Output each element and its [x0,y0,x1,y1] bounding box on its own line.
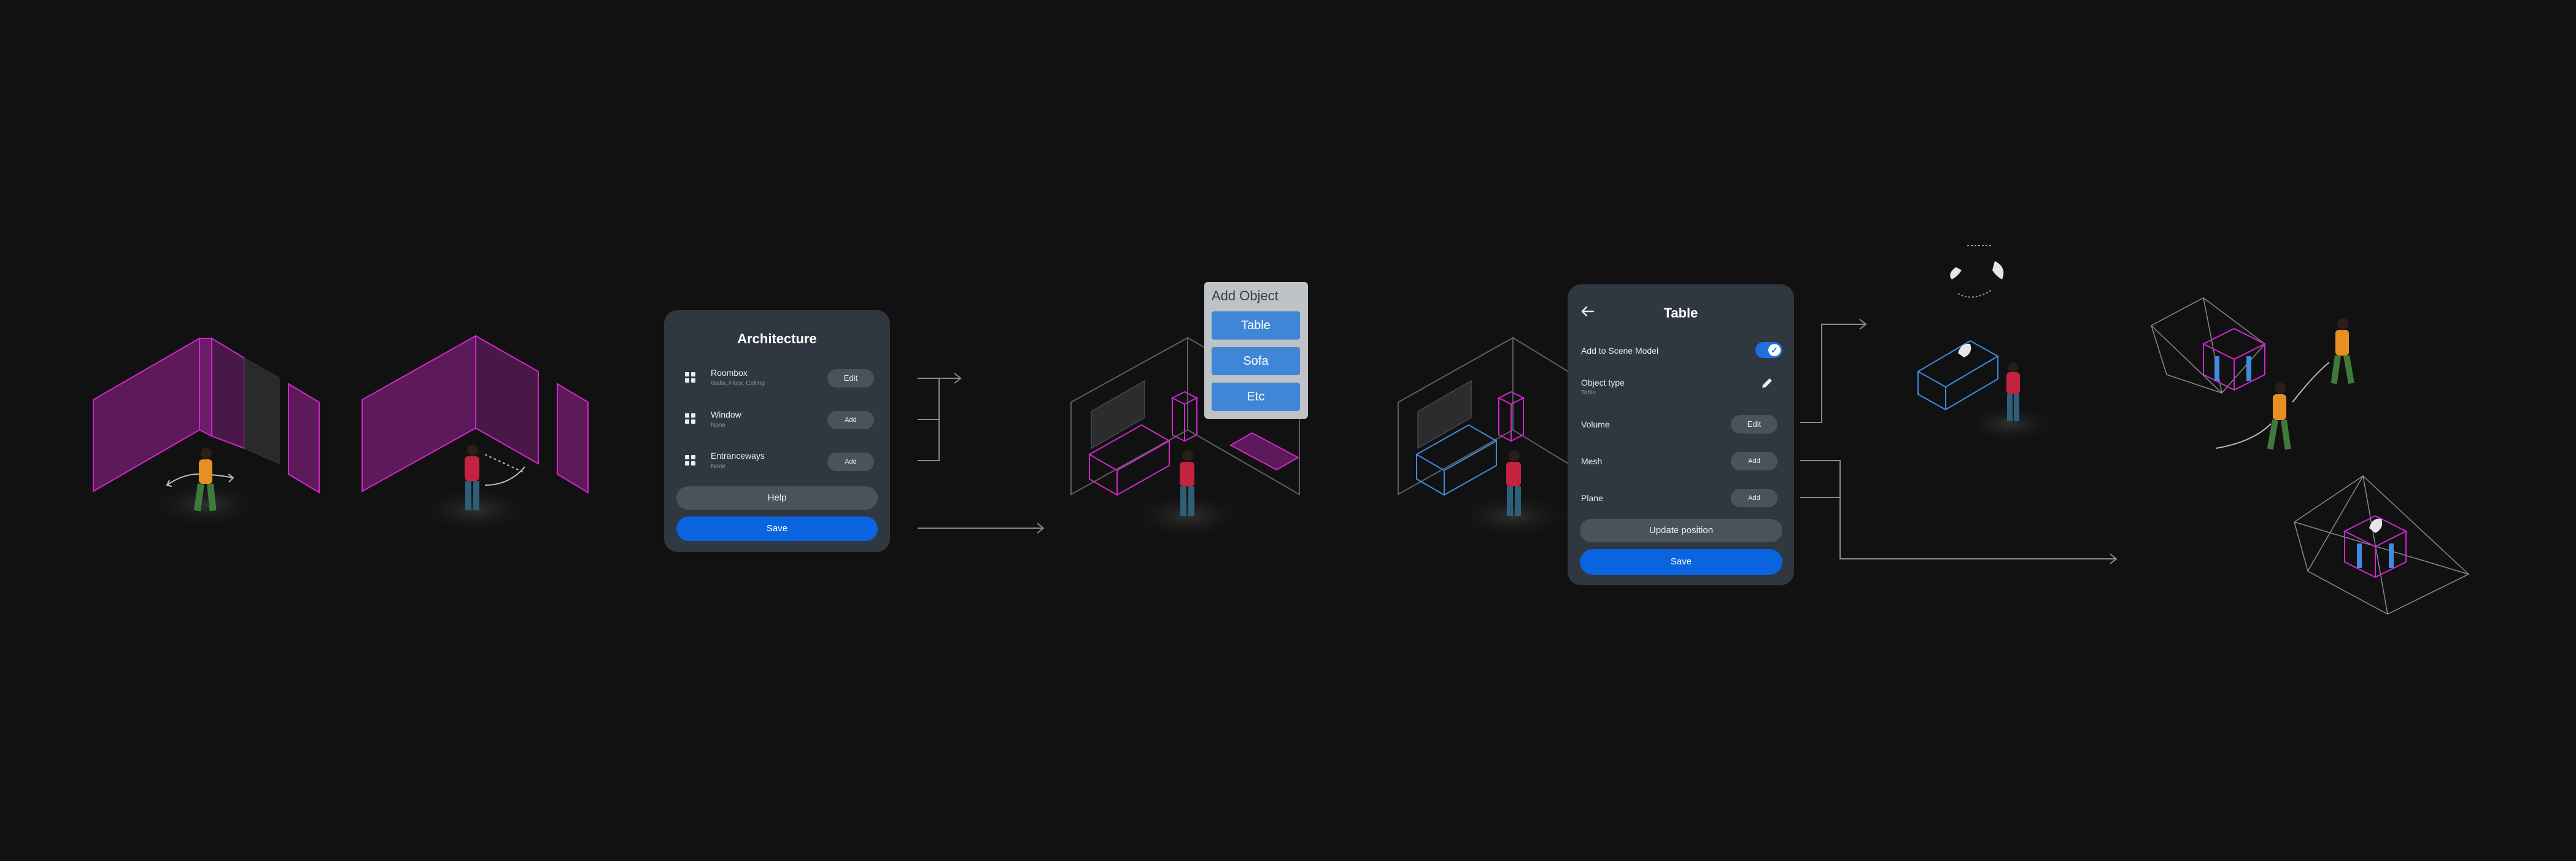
object-edit-scene [1398,337,1574,540]
entranceways-sublabel: None [711,463,725,470]
person-walking-orange [2215,318,2354,450]
table-panel: Table Add to Scene Model ✓ Object type T… [1568,284,1794,585]
architecture-save-button[interactable]: Save [676,516,878,541]
plane-add-button[interactable]: Add [1731,489,1777,507]
controller-adjust-scene [1916,245,2059,445]
flow-connectors-1 [918,373,1045,534]
roombox-edit-button[interactable]: Edit [827,369,874,388]
add-table-option[interactable]: Table [1212,311,1300,340]
pencil-icon[interactable] [1759,375,1775,391]
mesh-scan-scene-top [2151,297,2267,394]
window-label: Window [711,410,741,419]
roombox-sublabel: Walls, Floor, Ceiling [711,380,765,387]
architecture-panel-title: Architecture [737,331,817,346]
update-position-button[interactable]: Update position [1580,519,1782,542]
entranceways-grid-icon [685,455,696,466]
plane-label: Plane [1581,493,1603,503]
roombox-label: Roombox [711,368,748,378]
volume-label: Volume [1581,419,1610,429]
help-button[interactable]: Help [676,486,878,510]
mesh-label: Mesh [1581,456,1603,466]
check-icon: ✓ [1768,344,1781,356]
add-to-scene-toggle[interactable]: ✓ [1755,342,1782,358]
architecture-panel: Architecture Roombox Walls, Floor, Ceili… [664,310,890,552]
mesh-scan-scene-bottom [2294,475,2470,615]
table-save-button[interactable]: Save [1580,549,1782,575]
window-sublabel: None [711,422,725,429]
mesh-add-button[interactable]: Add [1731,452,1777,470]
room-scan-scene-2 [362,335,589,534]
room-scan-scene-1 [93,337,320,529]
add-etc-option[interactable]: Etc [1212,383,1300,411]
volume-edit-button[interactable]: Edit [1731,415,1777,434]
arrow-left-icon[interactable] [1580,305,1596,318]
add-sofa-option[interactable]: Sofa [1212,347,1300,375]
flow-connectors-2 [1800,319,2118,564]
add-object-popup: Add Object Table Sofa Etc [1204,282,1308,419]
object-placement-scene [1070,337,1300,540]
object-type-label: Object type [1581,378,1625,388]
entranceways-label: Entranceways [711,451,765,461]
object-type-value: Table [1581,389,1596,396]
window-add-button[interactable]: Add [827,411,874,429]
window-grid-icon [685,413,696,424]
roombox-grid-icon [685,372,696,383]
add-object-title: Add Object [1212,288,1278,303]
table-panel-title: Table [1663,305,1698,321]
entranceways-add-button[interactable]: Add [827,453,874,471]
add-to-scene-label: Add to Scene Model [1581,346,1659,356]
